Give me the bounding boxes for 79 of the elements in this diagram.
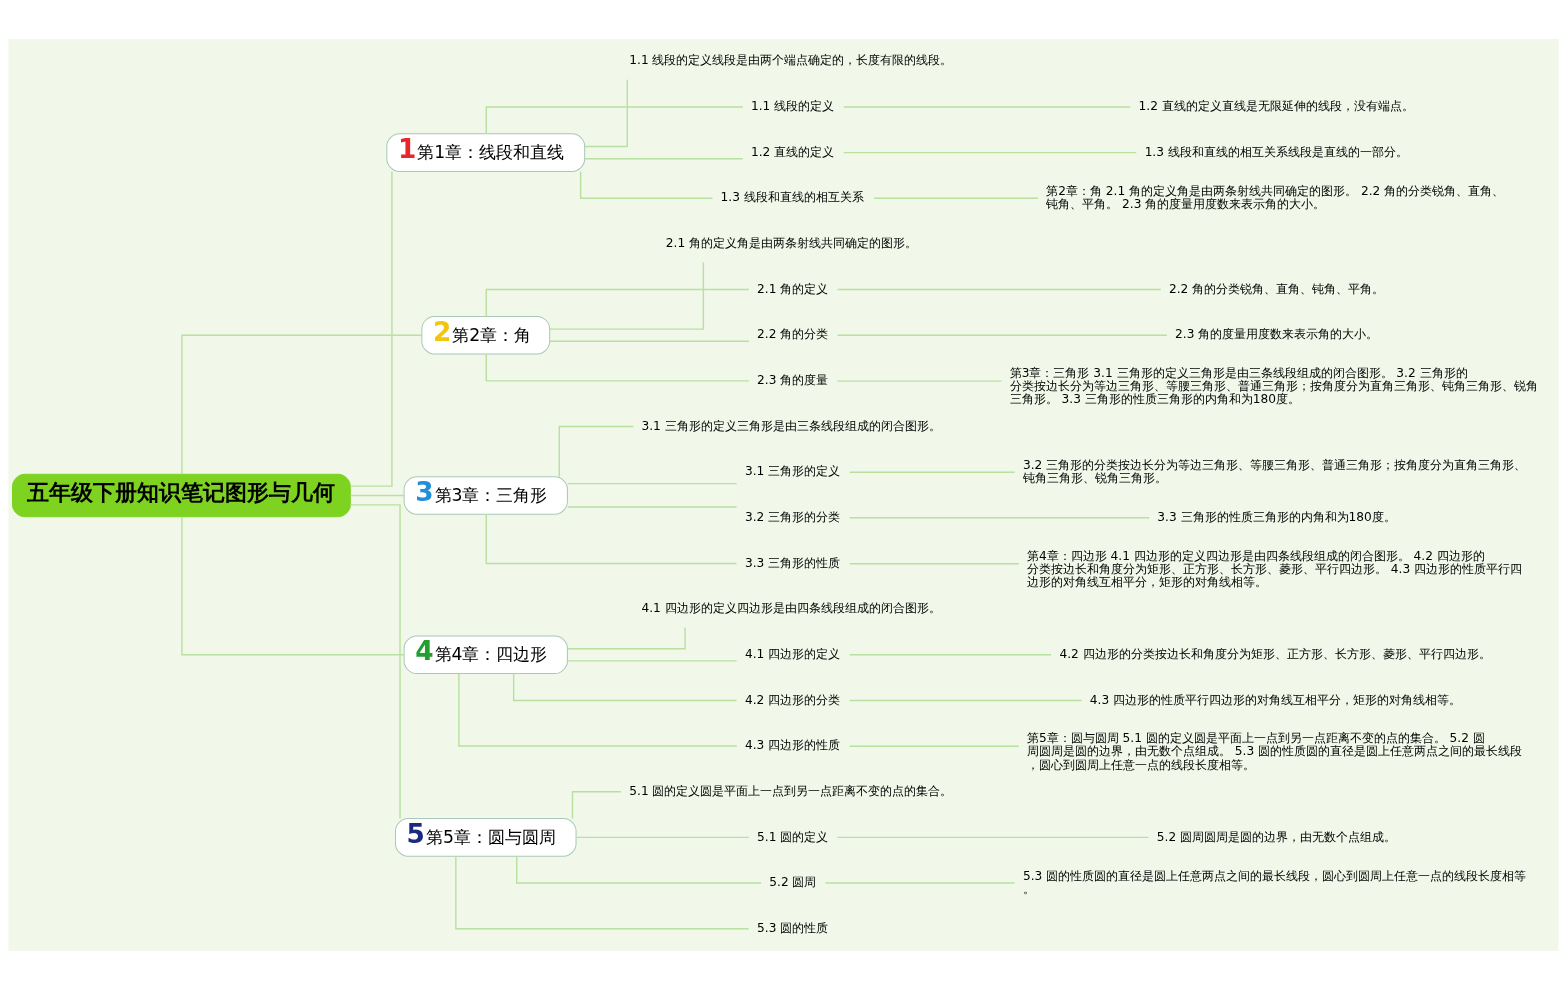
connector [836, 836, 1150, 839]
connector [516, 855, 762, 884]
node-box: 4第4章：四边形 [403, 635, 568, 675]
connector [455, 855, 750, 930]
connector [485, 106, 744, 135]
connector [575, 836, 750, 839]
node-text: 2.1 角的定义 [757, 281, 829, 296]
connector [849, 654, 1052, 656]
node-text: 2.2 角的分类 [757, 327, 829, 342]
connector [567, 660, 738, 662]
node-text: 1.1 线段的定义 [751, 99, 835, 114]
node-text: 2.3 角的度量 [757, 373, 829, 388]
node-box: 1第1章：线段和直线 [386, 133, 586, 172]
connector [849, 471, 1016, 473]
node-text: 3.2 三角形的分类 [744, 509, 841, 524]
node-text: 3.1 三角形的定义 [744, 464, 841, 479]
node-text: 4.2 四边形的分类 [744, 692, 841, 707]
node-text: 5.3 圆的性质 [757, 920, 829, 935]
connector [849, 517, 1150, 519]
node-text: 3.1 三角形的定义三角形是由三条线段组成的闭合图形。 [641, 418, 941, 433]
node-text: 3.3 三角形的性质三角形的内角和为180度。 [1157, 509, 1396, 524]
node-text: 2.3 角的度量用度数来表示角的大小。 [1175, 327, 1379, 342]
node-text: 第4章：四边形 4.1 四边形的定义四边形是由四条线段组成的闭合图形。 4.2 四边形的分类按边长和角度分为矩形、正方形、长方形、菱形、平行四边形。 4.3 四边形的性质平行四边形的对角线互相平分，矩形的对角线相等。 [1026, 548, 1523, 589]
node-text: 3.2 三角形的分类按边长分为等边三角形、等腰三角形、普通三角形；按角度分为直角三角形、钝角三角形、锐角三角形。 [1022, 457, 1527, 485]
node-text: 5.2 圆周圆周是圆的边界，由无数个点组成。 [1156, 829, 1397, 844]
connector [842, 151, 1137, 154]
node-text: 第3章：三角形 3.1 三角形的定义三角形是由三条线段组成的闭合图形。 3.2 三角形的分类按边长分为等边三角形、等腰三角形、普通三角形；按角度分为直角三角形、钝角三角形、锐角三角形。 3.3 三角形的性质三角形的内角和为180度。 [1009, 365, 1538, 407]
node-text: 5.1 圆的定义 [757, 829, 829, 844]
node-text: 4.3 四边形的性质平行四边形的对角线互相平分，矩形的对角线相等。 [1089, 692, 1462, 707]
connector [571, 791, 622, 820]
node-box: 3第3章：三角形 [403, 476, 568, 515]
connector [836, 288, 1162, 291]
connector [849, 745, 1020, 748]
node-text: 3.3 三角形的性质 [744, 555, 841, 570]
connector [567, 482, 738, 485]
node-text: 4.3 四边形的性质 [744, 738, 841, 753]
connector [349, 170, 393, 487]
node-text: 1.3 线段和直线的相互关系 [720, 190, 864, 205]
node-box: 五年级下册知识笔记图形与几何 [12, 473, 351, 518]
connector [485, 513, 738, 565]
node-text: 4.2 四边形的分类按边长和角度分为矩形、正方形、长方形、菱形、平行四边形。 [1059, 646, 1491, 661]
connector [485, 353, 750, 382]
connector [549, 340, 750, 342]
connector [836, 334, 1168, 336]
node-text: 2.2 角的分类锐角、直角、钝角、平角。 [1168, 281, 1385, 296]
node-text: 5.3 圆的性质圆的直径是圆上任意两点之间的最长线段，圆心到圆周上任意一点的线段长度相等。 [1022, 868, 1527, 896]
connector [842, 106, 1131, 108]
connector [549, 261, 705, 330]
connector [349, 494, 405, 497]
node-text: 1.2 直线的定义直线是无限延伸的线段，没有端点。 [1138, 99, 1414, 114]
connector [181, 334, 423, 475]
connector [567, 506, 738, 508]
node-text: 5.2 圆周 [769, 875, 817, 890]
connector [836, 380, 1003, 382]
node-text: 1.3 线段和直线的相互关系线段是直线的一部分。 [1144, 144, 1408, 159]
connector [458, 673, 738, 747]
connector [512, 672, 738, 702]
connector [558, 425, 634, 478]
node-text: 1.2 直线的定义 [751, 144, 835, 159]
connector [873, 197, 1039, 199]
connector [584, 79, 628, 148]
node-text: 1.1 线段的定义线段是由两个端点确定的，长度有限的线段。 [629, 53, 953, 68]
connector [584, 158, 744, 160]
node-text: 2.1 角的定义角是由两条射线共同确定的图形。 [665, 236, 918, 251]
node-box: 5第5章：圆与圆周 [394, 818, 577, 857]
node-box: 2第2章：角 [421, 315, 551, 355]
node-text: 5.1 圆的定义圆是平面上一点到另一点距离不变的点的集合。 [629, 783, 953, 798]
node-text: 第2章：角 2.1 角的定义角是由两条射线共同确定的图形。 2.2 角的分类锐角、直角、钝角、平角。 2.3 角的度量用度数来表示角的大小。 [1046, 183, 1505, 212]
connector [579, 170, 714, 199]
connector [349, 504, 401, 820]
node-text: 4.1 四边形的定义 [744, 646, 841, 661]
connector [849, 563, 1020, 565]
node-text: 4.1 四边形的定义四边形是由四条线段组成的闭合图形。 [641, 601, 941, 616]
node-text: 第5章：圆与圆周 5.1 圆的定义圆是平面上一点到另一点距离不变的点的集合。 5.2 圆周圆周是圆的边界，由无数个点组成。 5.3 圆的性质圆的直径是圆上任意两点之间的最长线段，圆心到圆周上任意一点的线段长度相等。 [1026, 731, 1523, 772]
connector [485, 288, 750, 318]
connector [824, 882, 1016, 884]
connector [849, 699, 1083, 702]
connector [181, 516, 405, 656]
connector [567, 626, 686, 650]
